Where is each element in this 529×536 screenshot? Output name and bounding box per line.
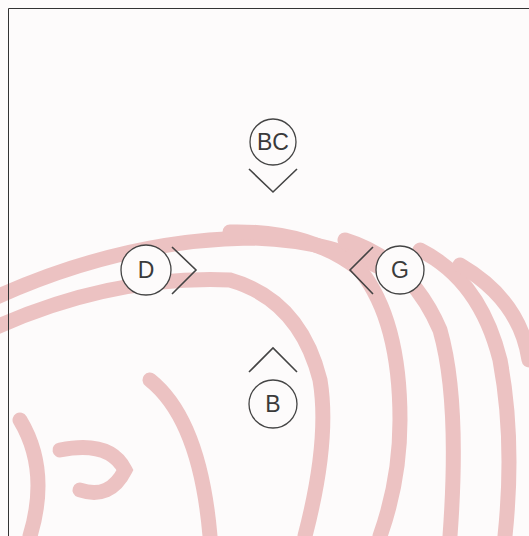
watermark-stroke <box>0 280 323 536</box>
circle-shape <box>250 119 296 165</box>
chevron <box>249 169 297 192</box>
chevron <box>350 247 373 294</box>
frame-border <box>9 9 529 536</box>
watermark-logo <box>0 232 529 536</box>
circle-shape <box>376 246 424 294</box>
watermark-stroke <box>345 240 453 536</box>
player-circle: B <box>248 379 298 429</box>
chevron <box>172 247 196 294</box>
watermark-stroke <box>20 420 38 536</box>
position-label: B <box>265 393 280 416</box>
position-label: G <box>391 259 409 282</box>
player-circle: D <box>120 244 172 296</box>
chevron <box>249 348 297 372</box>
player-circle: BC <box>249 118 297 166</box>
position-label: D <box>138 259 155 282</box>
circle-shape <box>249 380 297 428</box>
watermark-stroke <box>60 448 125 493</box>
circle-shape <box>121 245 171 295</box>
watermark-stroke <box>230 232 400 536</box>
watermark-stroke <box>460 265 529 360</box>
watermark-stroke <box>150 380 210 536</box>
player-circle: G <box>375 245 425 295</box>
direction-chevrons <box>172 169 373 372</box>
position-label: BC <box>257 131 289 154</box>
